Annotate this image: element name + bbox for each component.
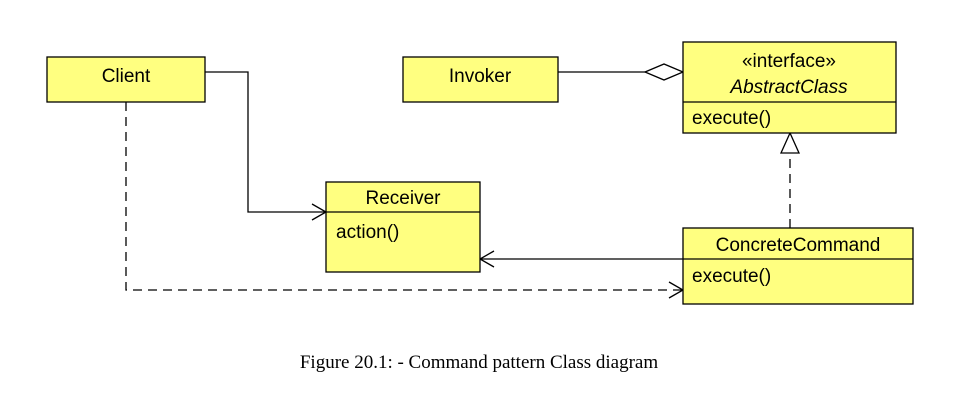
method-label: action() [336,222,399,243]
class-client: Client [46,56,206,103]
class-abstractclass: «interface» AbstractClass execute() [682,41,897,134]
method-label: execute() [692,108,771,129]
class-invoker: Invoker [402,56,559,103]
edge-concretecommand-receiver [478,250,683,268]
realization-triangle [779,131,801,154]
edge-client-receiver [205,71,328,221]
stereotype-label: «interface» [742,51,836,72]
edge-invoker-abstractclass [558,63,685,81]
class-name: Receiver [366,188,442,209]
class-diagram: Client Invoker «interface» AbstractClass… [46,41,914,305]
class-receiver: Receiver action() [325,181,481,273]
class-name: Client [102,66,151,87]
figure-caption: Figure 20.1: - Command pattern Class dia… [299,352,659,373]
class-concretecommand: ConcreteCommand execute() [682,227,914,305]
method-label: execute() [692,266,771,287]
class-name: AbstractClass [729,77,848,98]
class-name: Invoker [449,66,512,87]
edge-concretecommand-abstractclass [779,131,801,228]
aggregation-diamond [643,63,685,81]
class-name: ConcreteCommand [716,235,881,256]
